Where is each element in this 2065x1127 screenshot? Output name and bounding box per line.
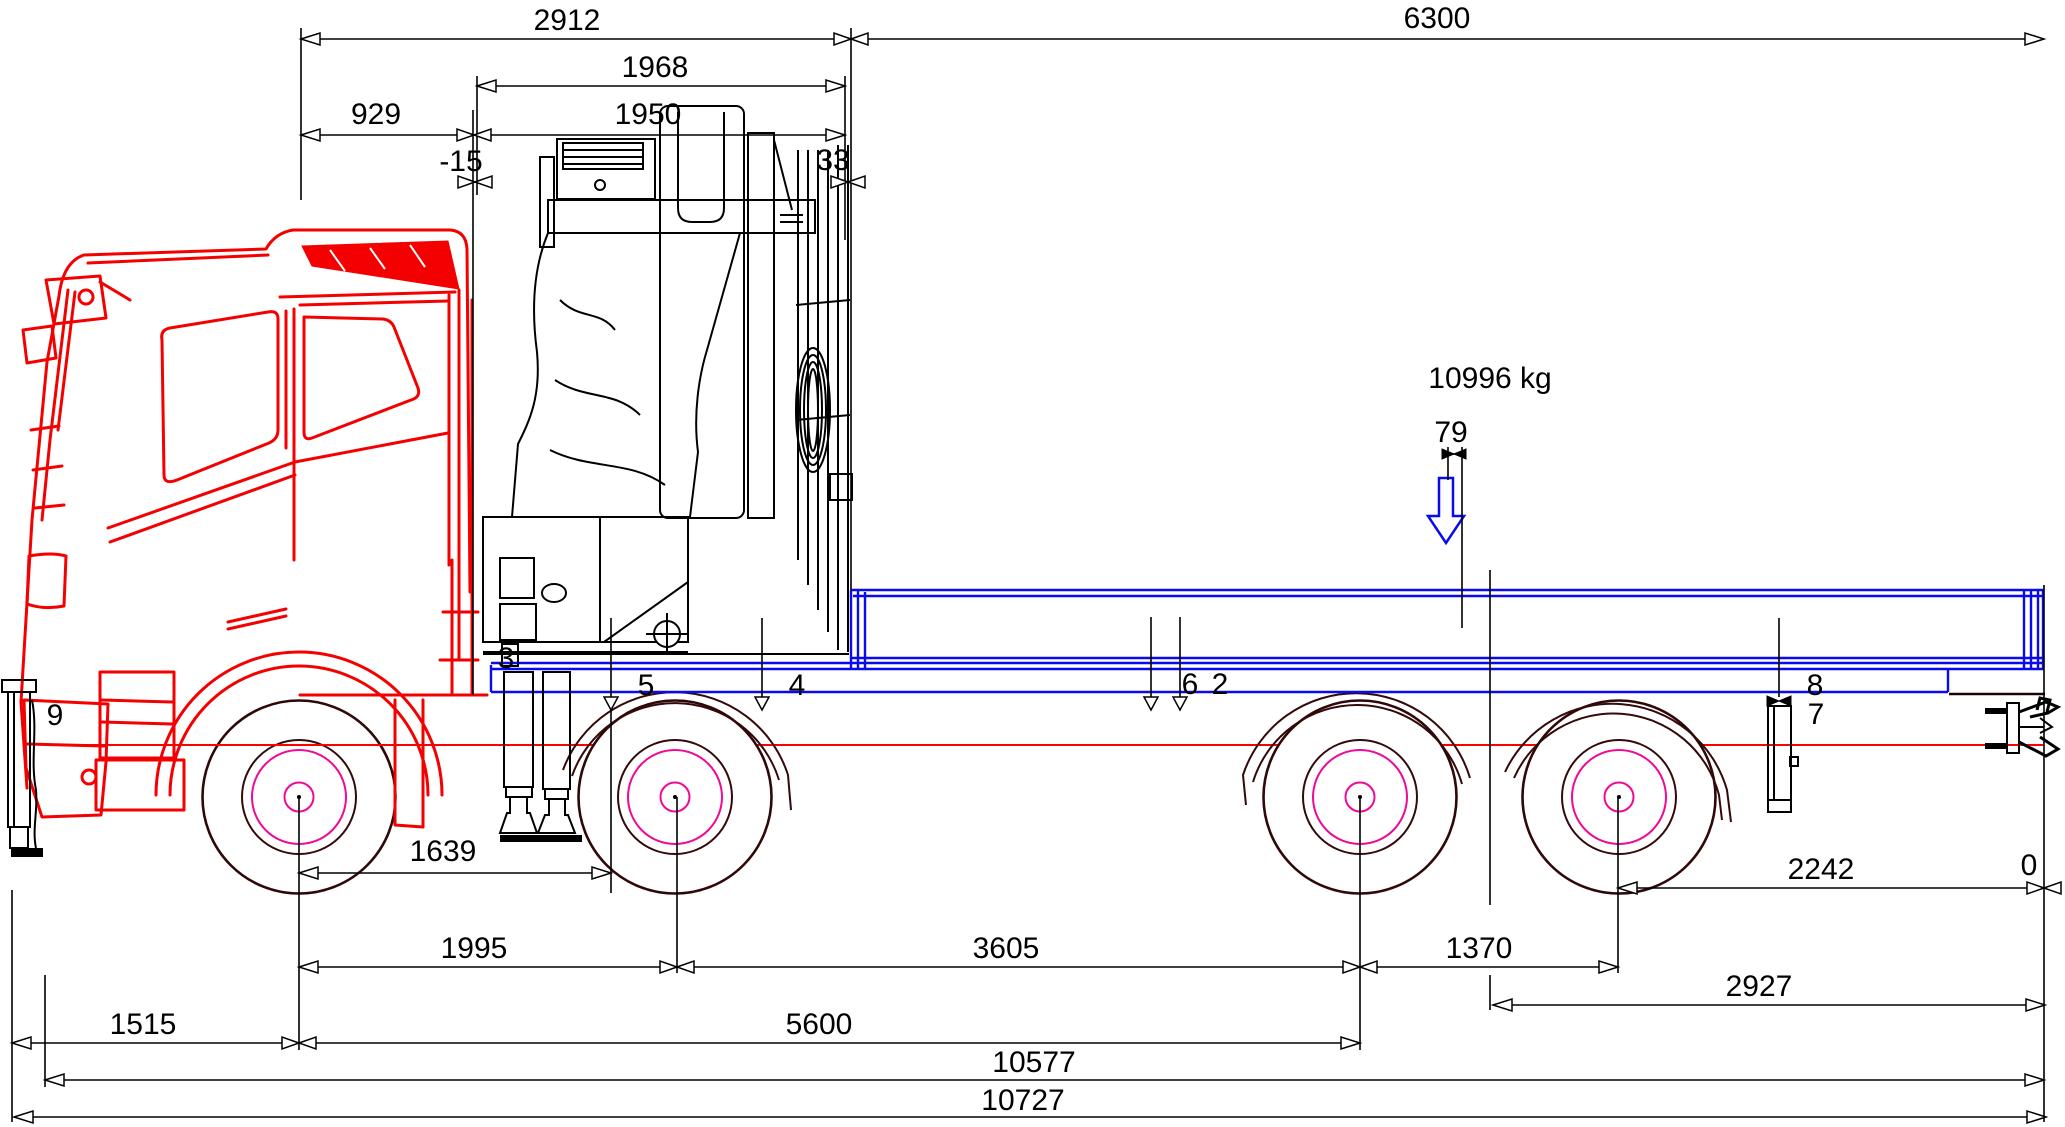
marker-label-9: 9: [47, 699, 64, 732]
mudflap: [393, 698, 425, 829]
dim-label-1995: 1995: [441, 932, 508, 965]
wheel-front-2: [577, 699, 773, 895]
wheel-rear-2: [1521, 699, 1717, 895]
marker-label-0: 0: [2021, 849, 2038, 882]
marker-label-6: 6: [1182, 668, 1199, 701]
rear-support-jack: [1767, 705, 1799, 813]
cab-step-box: [98, 670, 176, 760]
marker-label-8: 8: [1807, 669, 1824, 702]
loader-crane: [482, 105, 853, 842]
roof-deflector-panel: [301, 240, 460, 290]
crane-boom: [659, 105, 803, 519]
dim-label-10577: 10577: [992, 1046, 1075, 1079]
marker-label-2: 2: [1212, 668, 1229, 701]
door-handle: [226, 607, 288, 631]
hose-coils: [795, 347, 831, 473]
load-position-arrow: [1425, 476, 1467, 546]
dim-label-1370: 1370: [1446, 932, 1513, 965]
wheels-rear: [577, 699, 1717, 895]
dim-label-1639: 1639: [410, 835, 477, 868]
dim-label-3605: 3605: [973, 932, 1040, 965]
dim-label-10727: 10727: [981, 1084, 1064, 1117]
dim-label-1515: 1515: [110, 1008, 177, 1041]
door-window: [160, 310, 280, 484]
dim-label-2912: 2912: [534, 4, 601, 37]
dim-label-33: 33: [816, 144, 849, 177]
dim-label-minus15: -15: [439, 145, 482, 178]
dimension-layer: [11, 28, 2062, 1124]
dim-label-929: 929: [351, 98, 401, 131]
quarter-window: [302, 315, 421, 441]
front-wheel-arch: [154, 650, 444, 797]
dim-label-2242: 2242: [1788, 853, 1855, 886]
marker-label-7: 7: [1808, 698, 1825, 731]
dim-label-5600: 5600: [786, 1008, 853, 1041]
dim-label-79: 79: [1434, 416, 1467, 449]
headlight: [25, 424, 68, 610]
dim-label-1968: 1968: [622, 51, 689, 84]
tow-coupling: [1985, 696, 2062, 758]
dim-label-1950: 1950: [615, 98, 682, 131]
dimension-labels: 2912 6300 1968 929 1950 -15 33 10996 kg …: [47, 2, 2038, 1117]
crane-column: [510, 232, 741, 518]
flatbed-body: [483, 588, 2045, 696]
crane-outrigger-legs: [498, 671, 582, 842]
side-mirror: [21, 274, 132, 365]
crane-base: [482, 516, 689, 667]
marker-label-3: 3: [498, 642, 515, 675]
dim-label-6300: 6300: [1404, 2, 1471, 35]
crane-winch: [539, 138, 656, 248]
front-support-jack: [1, 679, 43, 857]
weight-label: 10996 kg: [1428, 362, 1551, 395]
mudguards: [562, 691, 1732, 823]
windshield: [40, 288, 77, 522]
dim-label-2927: 2927: [1726, 970, 1793, 1003]
truck-cab: [19, 228, 489, 829]
marker-label-5: 5: [638, 669, 655, 702]
crane-boom-plate: [547, 199, 816, 234]
center-of-gravity-symbol: [646, 613, 688, 655]
marker-label-4: 4: [789, 669, 806, 702]
front-bumper: [22, 698, 110, 819]
